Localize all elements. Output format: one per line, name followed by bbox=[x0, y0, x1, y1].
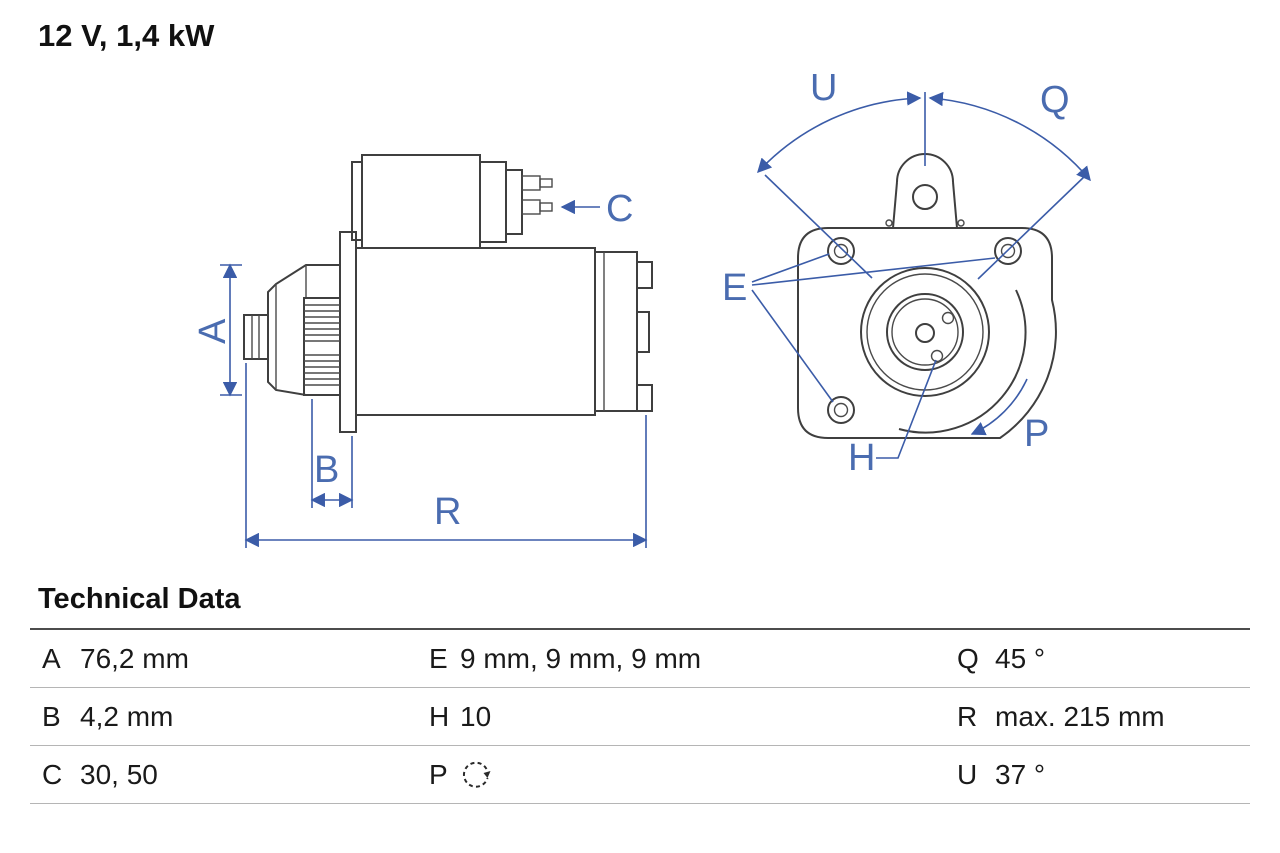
pinion-teeth bbox=[304, 304, 340, 386]
param-key-b: B bbox=[42, 700, 61, 732]
mounting-flange bbox=[339, 231, 357, 433]
dimension-B: B bbox=[310, 399, 354, 508]
param-value-c: 30, 50 bbox=[80, 758, 158, 790]
param-value-r: max. 215 mm bbox=[995, 700, 1165, 732]
dim-label-b: B bbox=[314, 449, 339, 491]
dimension-A: A bbox=[192, 263, 242, 397]
dimension-U: U bbox=[757, 67, 922, 174]
param-value-b: 4,2 mm bbox=[80, 700, 174, 732]
page-title: 12 V, 1,4 kW bbox=[38, 18, 215, 53]
dim-label-a: A bbox=[192, 318, 234, 344]
dim-label-h: H bbox=[848, 437, 875, 479]
dimension-C: C bbox=[560, 188, 633, 230]
param-key-e: E bbox=[429, 642, 448, 674]
center-circles bbox=[860, 267, 990, 397]
dimension-H: H bbox=[848, 359, 937, 479]
dim-label-e: E bbox=[722, 267, 747, 309]
table-row: C 30, 50 P U 37 ° bbox=[30, 746, 1250, 804]
param-key-r: R bbox=[957, 700, 978, 732]
solenoid bbox=[351, 154, 553, 249]
technical-drawing: A B R C bbox=[192, 67, 1091, 548]
motor-body bbox=[355, 247, 653, 416]
param-value-q: 45 ° bbox=[995, 642, 1046, 674]
technical-data-table: A 76,2 mm E 9 mm, 9 mm, 9 mm Q 45 ° B 4,… bbox=[30, 628, 1250, 804]
param-key-p: P bbox=[429, 758, 448, 790]
dimension-Q: Q bbox=[928, 79, 1091, 182]
front-view: U Q E H P bbox=[722, 67, 1091, 479]
dimension-E: E bbox=[722, 253, 996, 403]
param-value-h: 10 bbox=[460, 700, 492, 732]
body-circle-arc bbox=[898, 289, 1027, 434]
angle-lines bbox=[764, 92, 1087, 280]
table-row: B 4,2 mm H 10 R max. 215 mm bbox=[30, 688, 1250, 746]
dim-label-p: P bbox=[1024, 413, 1049, 455]
param-value-u: 37 ° bbox=[995, 758, 1046, 790]
param-value-a: 76,2 mm bbox=[80, 642, 189, 674]
dim-label-q: Q bbox=[1040, 79, 1070, 121]
dim-label-c: C bbox=[606, 188, 633, 230]
bolt-holes bbox=[827, 237, 1022, 424]
drive-end bbox=[243, 264, 341, 396]
param-value-p bbox=[450, 759, 945, 791]
dimension-R: R bbox=[244, 363, 648, 548]
param-key-q: Q bbox=[957, 642, 979, 674]
dim-label-u: U bbox=[810, 67, 837, 109]
param-value-e: 9 mm, 9 mm, 9 mm bbox=[460, 642, 702, 674]
param-key-a: A bbox=[42, 642, 61, 674]
flange-plate bbox=[797, 227, 1057, 439]
param-key-h: H bbox=[429, 700, 450, 732]
param-key-c: C bbox=[42, 758, 63, 790]
dim-label-r: R bbox=[434, 491, 461, 533]
dimension-P: P bbox=[970, 378, 1049, 455]
table-row: A 76,2 mm E 9 mm, 9 mm, 9 mm Q 45 ° bbox=[30, 630, 1250, 688]
technical-data-heading: Technical Data bbox=[38, 583, 241, 615]
rotation-direction-icon bbox=[462, 761, 491, 788]
param-key-u: U bbox=[957, 758, 978, 790]
side-view: A B R C bbox=[192, 154, 653, 548]
